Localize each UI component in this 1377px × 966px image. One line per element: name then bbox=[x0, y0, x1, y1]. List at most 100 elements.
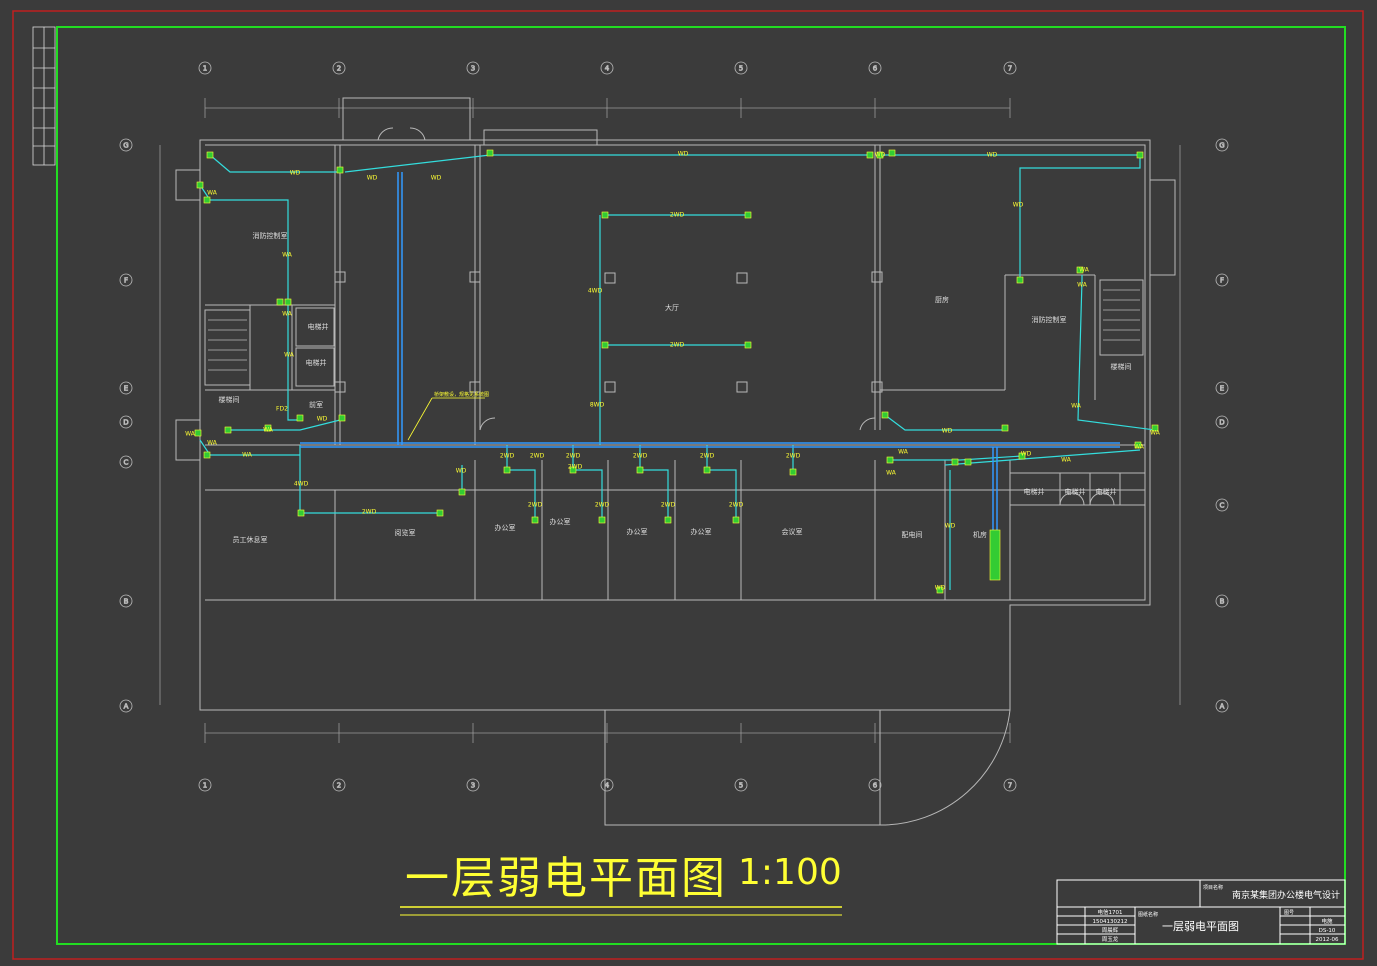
room-label: 电梯井 bbox=[1024, 487, 1045, 496]
cable-label: WD bbox=[367, 175, 378, 182]
cable-label: 2WD bbox=[566, 453, 581, 460]
axis-label: 2 bbox=[337, 65, 341, 73]
cable-label: WA bbox=[282, 252, 293, 259]
axis-label: C bbox=[1220, 502, 1225, 510]
device-symbol bbox=[336, 166, 344, 174]
room-label: 办公室 bbox=[627, 527, 648, 536]
device-symbol bbox=[436, 509, 444, 517]
axis-bubble bbox=[1215, 381, 1229, 395]
tb-project: 南京某集团办公楼电气设计 bbox=[1232, 889, 1340, 901]
device-symbol bbox=[1016, 276, 1024, 284]
axis-bubble bbox=[1215, 273, 1229, 287]
cable-label: WA bbox=[263, 427, 274, 434]
device-symbol bbox=[964, 458, 972, 466]
room-label: 楼梯间 bbox=[1111, 362, 1132, 371]
room-label: 厨房 bbox=[935, 295, 949, 304]
cable-label: 2WD bbox=[670, 342, 685, 349]
device-symbol bbox=[1076, 266, 1084, 274]
device-symbol bbox=[264, 424, 272, 432]
tb-drawing-no-label: 图号 bbox=[1284, 910, 1294, 916]
device-symbol bbox=[569, 466, 577, 474]
device-symbol bbox=[338, 414, 346, 422]
device-symbol bbox=[276, 298, 284, 306]
room-label: 前室 bbox=[309, 400, 323, 409]
room-label: 大厅 bbox=[665, 303, 679, 312]
axis-label: 3 bbox=[471, 65, 475, 73]
cable-label: WA bbox=[242, 452, 253, 459]
cable-label: 8WD bbox=[590, 402, 605, 409]
room-label: 电梯井 bbox=[306, 358, 327, 367]
axis-bubble bbox=[119, 381, 133, 395]
device-symbol bbox=[1151, 424, 1159, 432]
device-symbol bbox=[881, 411, 889, 419]
device-symbol bbox=[284, 298, 292, 306]
device-symbol bbox=[297, 509, 305, 517]
axis-bubble bbox=[868, 61, 882, 75]
room-label: 楼梯间 bbox=[219, 395, 240, 404]
axis-label: D bbox=[1219, 419, 1224, 427]
cable-label: WD bbox=[678, 151, 689, 158]
axis-bubble bbox=[734, 778, 748, 792]
cable-label: WD bbox=[987, 152, 998, 159]
room-label: 办公室 bbox=[550, 517, 571, 526]
axis-label: A bbox=[1220, 703, 1225, 711]
cable-label: FD2 bbox=[276, 406, 288, 413]
cable-label: WD bbox=[1013, 202, 1024, 209]
device-symbol bbox=[1001, 424, 1009, 432]
axis-label: 3 bbox=[471, 782, 475, 790]
cable-label: WA bbox=[1079, 267, 1090, 274]
room-label: 消防控制室 bbox=[253, 231, 288, 240]
axis-bubble bbox=[119, 699, 133, 713]
device-symbol bbox=[194, 429, 202, 437]
axis-label: 5 bbox=[739, 65, 743, 73]
axis-bubble bbox=[198, 61, 212, 75]
cable-label: WA bbox=[282, 311, 293, 318]
axis-label: B bbox=[1220, 598, 1225, 606]
title-block bbox=[1056, 879, 1346, 945]
axis-bubble bbox=[332, 61, 346, 75]
device-symbol bbox=[601, 211, 609, 219]
device-symbol bbox=[936, 586, 944, 594]
drawing-title: 一层弱电平面图 bbox=[405, 853, 727, 904]
axis-bubble bbox=[1215, 138, 1229, 152]
axis-label: 4 bbox=[605, 782, 610, 790]
cable-runs bbox=[199, 154, 1156, 590]
axis-bubble bbox=[1215, 699, 1229, 713]
tb-project-label: 项目名称 bbox=[1203, 884, 1223, 891]
drawing-frame bbox=[56, 26, 1346, 945]
tb-row-text: 周晨辉 bbox=[1102, 926, 1119, 934]
axis-bubble bbox=[600, 778, 614, 792]
binding-strip bbox=[32, 26, 56, 166]
trunk-lines bbox=[300, 172, 1120, 560]
axis-label: 5 bbox=[739, 782, 743, 790]
axis-bubble bbox=[600, 61, 614, 75]
room-label: 员工休息室 bbox=[233, 535, 268, 544]
stairs bbox=[208, 289, 1140, 371]
cable-label: 2WD bbox=[595, 502, 610, 509]
cable-label: WD bbox=[317, 416, 328, 423]
axis-bubble bbox=[119, 415, 133, 429]
device-symbol bbox=[203, 196, 211, 204]
axis-label: E bbox=[1220, 385, 1224, 393]
axis-bubble bbox=[1215, 594, 1229, 608]
axis-bubble bbox=[119, 273, 133, 287]
axis-bubble bbox=[198, 778, 212, 792]
cable-label: WD bbox=[456, 468, 467, 475]
axis-bubble bbox=[466, 778, 480, 792]
device-symbol bbox=[203, 451, 211, 459]
device-symbol bbox=[196, 181, 204, 189]
cable-label: WD bbox=[942, 428, 953, 435]
device-symbol bbox=[866, 151, 874, 159]
cable-label: WA bbox=[886, 470, 897, 477]
axis-label: 4 bbox=[605, 65, 610, 73]
room-label: 阅览室 bbox=[395, 528, 416, 537]
device-symbol bbox=[206, 151, 214, 159]
device-symbol bbox=[224, 426, 232, 434]
axis-bubble bbox=[119, 138, 133, 152]
device-symbol bbox=[744, 341, 752, 349]
cable-label: WD bbox=[935, 585, 946, 592]
axis-bubble bbox=[1215, 415, 1229, 429]
